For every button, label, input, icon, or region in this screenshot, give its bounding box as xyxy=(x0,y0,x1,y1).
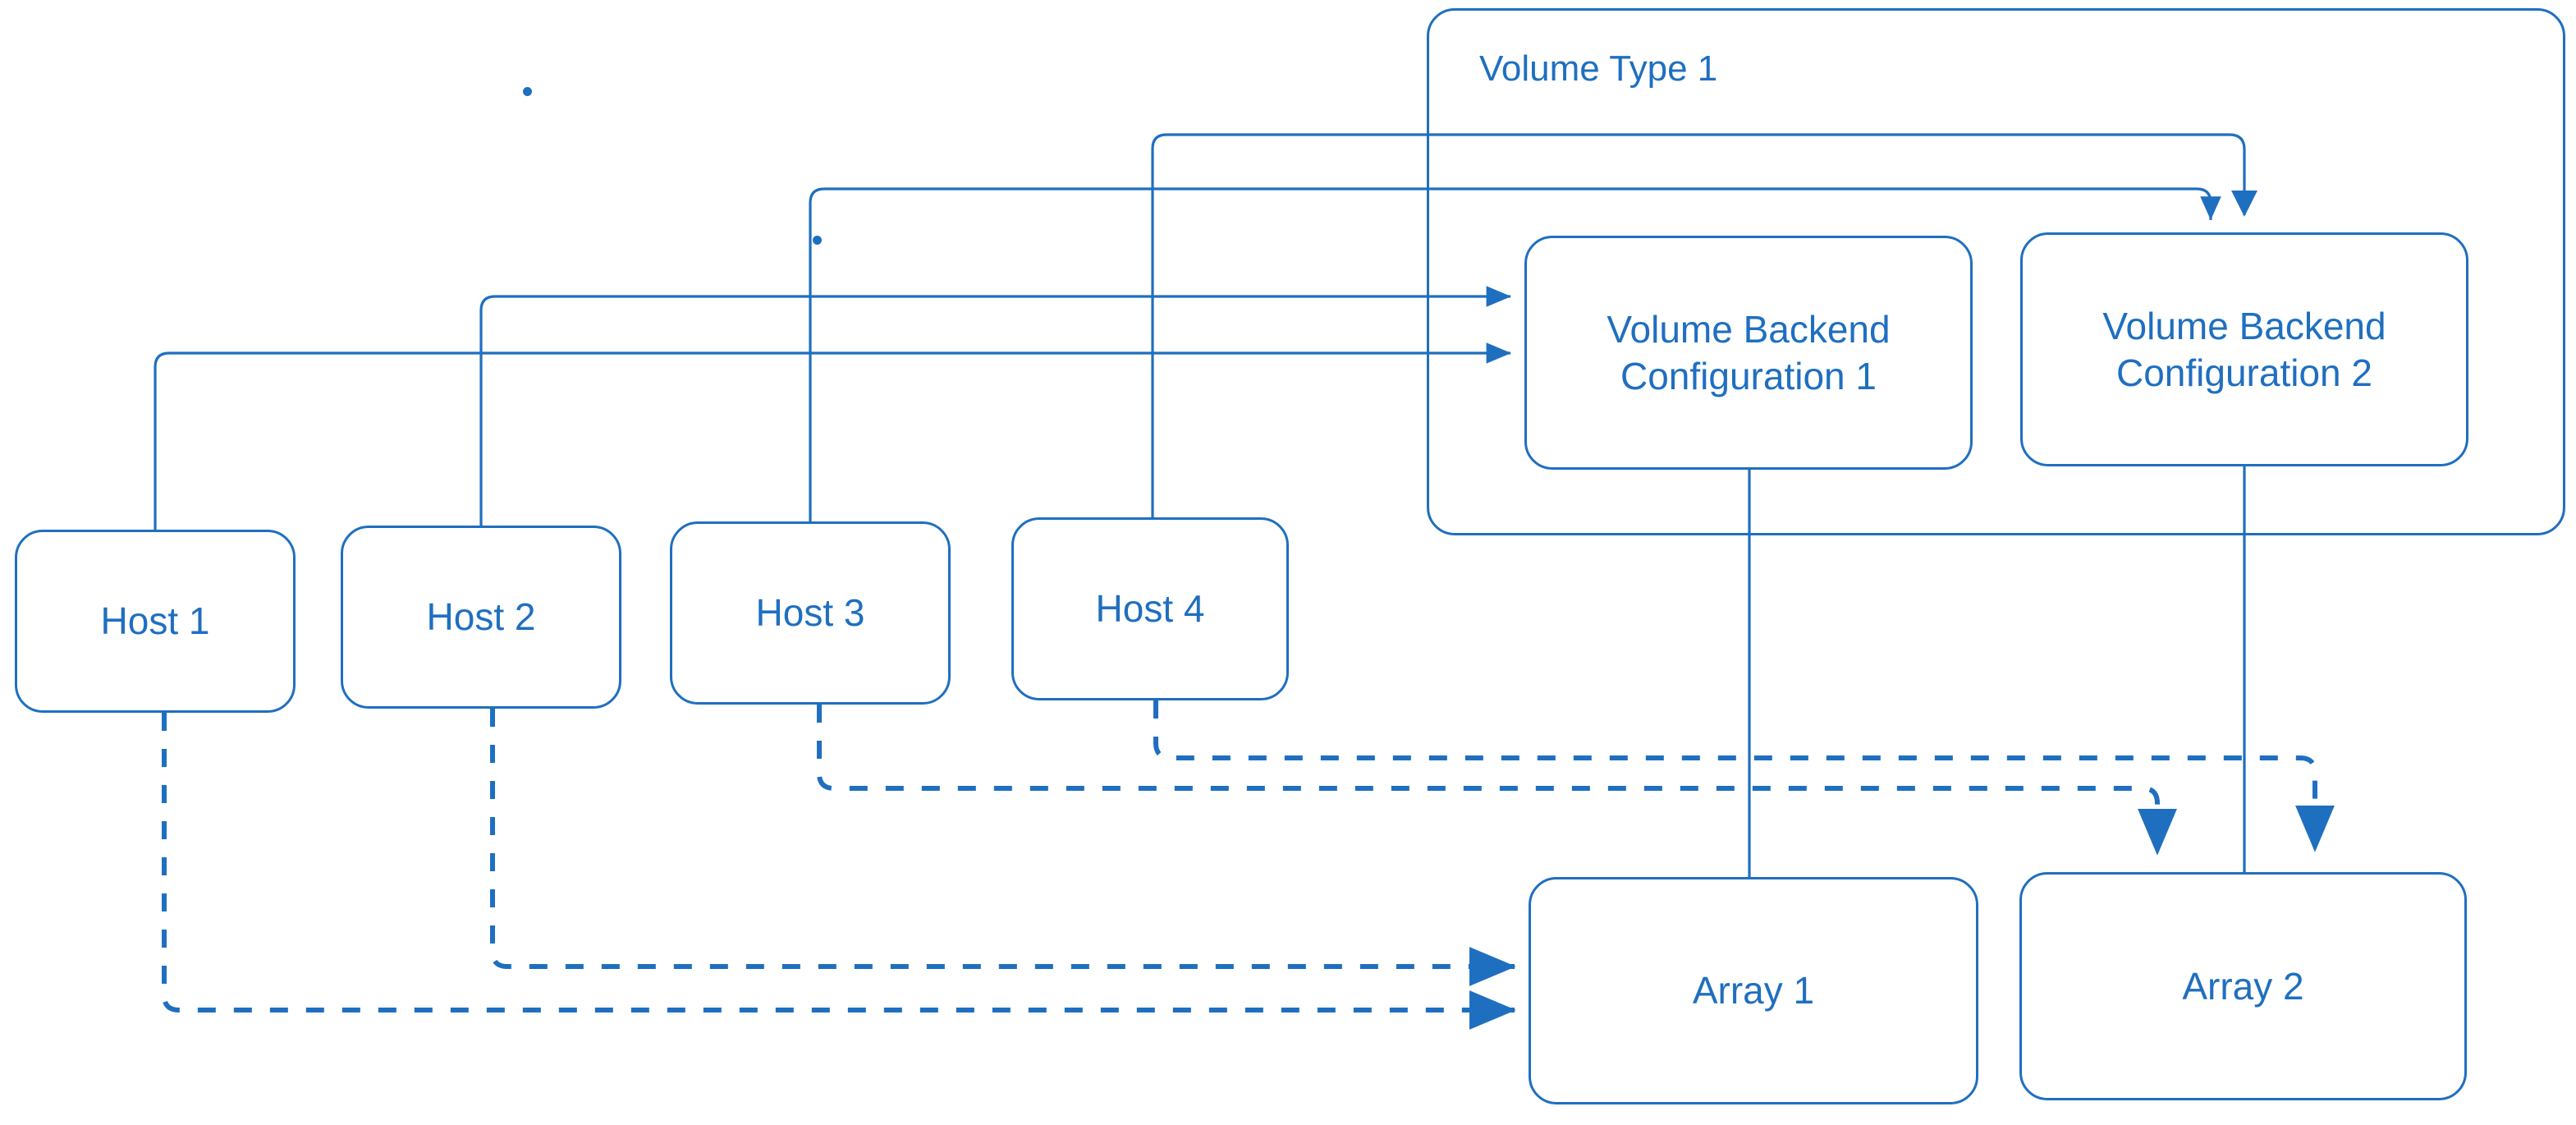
wire-host-1-to-vbc-1 xyxy=(154,342,1511,530)
host-4[interactable]: Host 4 xyxy=(1011,517,1289,700)
array-1-label: Array 1 xyxy=(1692,969,1815,1013)
host-2-label: Host 2 xyxy=(426,595,536,639)
volume-backend-configuration-2-label: Volume Backend Configuration 2 xyxy=(2102,305,2386,394)
array-2-label: Array 2 xyxy=(2182,964,2304,1008)
wire-host-4-to-array-2 xyxy=(1153,700,2335,852)
array-2[interactable]: Array 2 xyxy=(2019,872,2467,1100)
host-3[interactable]: Host 3 xyxy=(670,521,951,705)
array-1[interactable]: Array 1 xyxy=(1529,877,1978,1104)
wire-host-1-to-array-1 xyxy=(162,713,1516,1030)
host-2[interactable]: Host 2 xyxy=(341,526,621,709)
stray-dot-mid-marker xyxy=(813,236,822,245)
host-1-label: Host 1 xyxy=(100,599,210,643)
volume-backend-configuration-1-label: Volume Backend Configuration 1 xyxy=(1607,308,1891,397)
wire-host-2-to-array-1 xyxy=(490,709,1516,986)
volume-type-1-title: Volume Type 1 xyxy=(1479,48,1718,89)
wire-host-2-to-vbc-1 xyxy=(479,286,1511,526)
host-1[interactable]: Host 1 xyxy=(15,530,296,713)
wire-host-3-to-vbc-2 xyxy=(809,187,2221,521)
wire-host-4-to-vbc-2 xyxy=(1151,133,2257,517)
host-3-label: Host 3 xyxy=(755,591,865,635)
wire-host-3-to-array-2 xyxy=(817,705,2177,856)
stray-dot-upper-marker xyxy=(523,87,532,96)
volume-backend-configuration-1[interactable]: Volume Backend Configuration 1 xyxy=(1524,236,1973,470)
host-4-label: Host 4 xyxy=(1095,587,1205,631)
volume-backend-configuration-2[interactable]: Volume Backend Configuration 2 xyxy=(2020,232,2468,466)
volume-type-1-group[interactable] xyxy=(1427,8,2565,535)
